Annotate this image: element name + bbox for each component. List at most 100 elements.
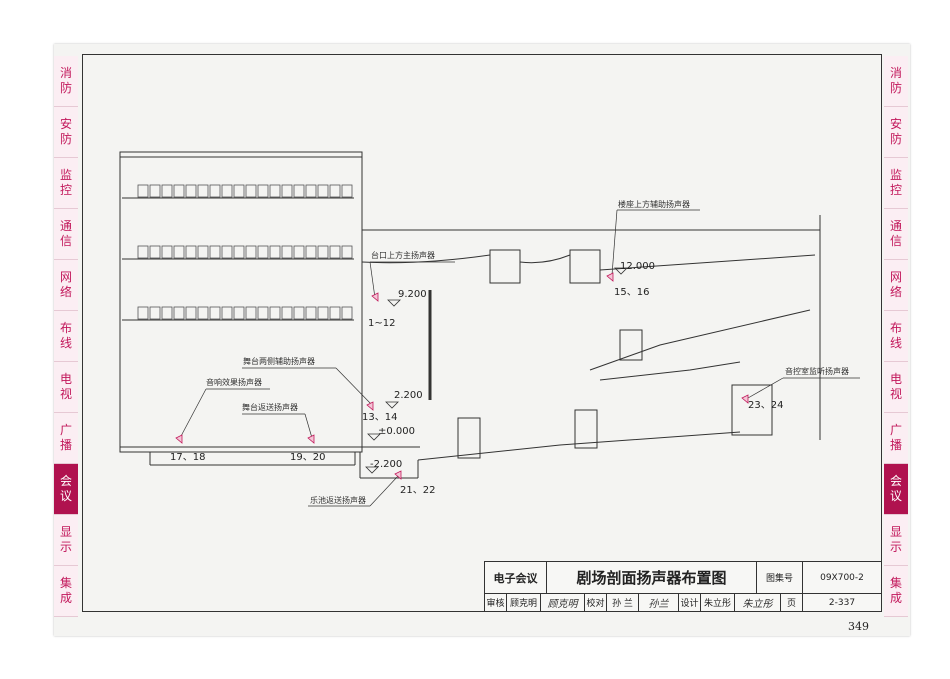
pit-speaker-icon — [394, 470, 402, 480]
side-tab-char: 通 — [889, 219, 902, 233]
grid-bar — [137, 184, 149, 198]
side-tab-char: 广 — [889, 423, 902, 437]
side-tab-8[interactable]: 会议 — [54, 464, 78, 515]
grid-bar — [317, 245, 329, 259]
side-tab-7[interactable]: 广播 — [884, 413, 908, 464]
checker-name: 孙 兰 — [607, 594, 639, 611]
grid-bar — [305, 245, 317, 259]
side-tab-1[interactable]: 安防 — [884, 107, 908, 158]
grid-bar — [233, 184, 245, 198]
side-tab-10[interactable]: 集成 — [54, 566, 78, 617]
title-category: 电子会议 — [485, 562, 547, 593]
grid-bar — [149, 306, 161, 320]
label-stage-side-aux: 舞台两侧辅助扬声器 — [243, 356, 315, 366]
grid-bar — [293, 184, 305, 198]
reviewer-name: 顾克明 — [507, 594, 541, 611]
grid-bar — [245, 184, 257, 198]
side-tab-char: 防 — [59, 132, 72, 146]
side-tab-9[interactable]: 显示 — [884, 515, 908, 566]
speaker-ids-15-16: 15、16 — [614, 287, 649, 298]
side-tab-char: 布 — [59, 321, 72, 335]
side-tab-5[interactable]: 布线 — [884, 311, 908, 362]
auditorium-door-1 — [457, 417, 481, 459]
stage-side-speaker-icon — [366, 401, 374, 411]
grid-bar — [245, 245, 257, 259]
label-stage-main: 台口上方主扬声器 — [371, 250, 435, 260]
label-stage-return: 舞台返送扬声器 — [242, 402, 298, 412]
side-tab-1[interactable]: 安防 — [54, 107, 78, 158]
side-tab-char: 播 — [59, 438, 72, 452]
grid-bar — [257, 184, 269, 198]
grid-bar — [197, 184, 209, 198]
side-tab-char: 显 — [889, 525, 902, 539]
grid-bar — [245, 306, 257, 320]
side-tab-char: 电 — [59, 372, 72, 386]
side-tab-9[interactable]: 显示 — [54, 515, 78, 566]
grid-bar — [329, 184, 341, 198]
side-tab-0[interactable]: 消防 — [884, 56, 908, 107]
ceiling-box-1 — [489, 249, 521, 284]
side-tab-7[interactable]: 广播 — [54, 413, 78, 464]
designer-signature: 朱立彤 — [735, 594, 781, 611]
side-tab-char: 电 — [889, 372, 902, 386]
side-tab-char: 线 — [889, 336, 902, 350]
balcony-slope — [589, 309, 811, 371]
side-tab-char: 消 — [59, 66, 72, 80]
side-tab-6[interactable]: 电视 — [54, 362, 78, 413]
grid-bar — [221, 184, 233, 198]
side-tab-2[interactable]: 监控 — [54, 158, 78, 209]
grid-bar — [209, 306, 221, 320]
side-tab-char: 络 — [59, 285, 72, 299]
side-tab-8[interactable]: 会议 — [884, 464, 908, 515]
reviewer-signature: 顾克明 — [541, 594, 585, 611]
grid-bar — [185, 184, 197, 198]
side-tab-char: 视 — [59, 387, 72, 401]
grid-bar — [149, 184, 161, 198]
grid-bar — [173, 184, 185, 198]
grid-bar — [269, 245, 281, 259]
side-tab-char: 通 — [59, 219, 72, 233]
speaker-ids-1-12: 1~12 — [368, 318, 395, 329]
side-tab-4[interactable]: 网络 — [884, 260, 908, 311]
grid-bar — [233, 245, 245, 259]
side-tab-char: 控 — [889, 183, 902, 197]
side-tab-2[interactable]: 监控 — [884, 158, 908, 209]
elev-12000: 12.000 — [620, 261, 655, 272]
balcony-aux-speaker-icon — [606, 272, 614, 282]
side-tab-char: 线 — [59, 336, 72, 350]
speaker-ids-23-24: 23、24 — [748, 400, 783, 411]
grid-bar — [317, 306, 329, 320]
grid-bar — [257, 306, 269, 320]
side-tab-5[interactable]: 布线 — [54, 311, 78, 362]
side-tab-char: 消 — [889, 66, 902, 80]
grid-bar — [269, 306, 281, 320]
elev-minus-2200: -2.200 — [370, 459, 402, 470]
grid-bar — [161, 184, 173, 198]
grid-bar — [209, 245, 221, 259]
grid-bar — [269, 184, 281, 198]
side-tab-char: 会 — [889, 474, 902, 488]
side-tab-6[interactable]: 电视 — [884, 362, 908, 413]
side-tab-char: 议 — [889, 489, 902, 503]
side-tab-10[interactable]: 集成 — [884, 566, 908, 617]
grid-bar — [257, 245, 269, 259]
side-tab-char: 成 — [889, 591, 902, 605]
grid-bar — [185, 306, 197, 320]
grid-bar — [161, 245, 173, 259]
control-room-speaker-icon — [741, 394, 749, 404]
side-tab-3[interactable]: 通信 — [54, 209, 78, 260]
label-effects: 音响效果扬声器 — [206, 377, 262, 387]
side-tab-3[interactable]: 通信 — [884, 209, 908, 260]
side-tab-0[interactable]: 消防 — [54, 56, 78, 107]
design-label: 设计 — [679, 594, 701, 611]
title-block: 电子会议 剧场剖面扬声器布置图 图集号 09X700-2 审核 顾克明 顾克明 … — [484, 561, 882, 612]
drawing-frame — [82, 54, 882, 612]
atlas-label: 图集号 — [757, 562, 803, 593]
side-tab-4[interactable]: 网络 — [54, 260, 78, 311]
page-code: 2-337 — [828, 597, 856, 608]
grid-bar — [185, 245, 197, 259]
label-pit-return: 乐池返送扬声器 — [310, 495, 366, 505]
side-tab-char: 信 — [889, 234, 902, 248]
grid-bar — [281, 184, 293, 198]
